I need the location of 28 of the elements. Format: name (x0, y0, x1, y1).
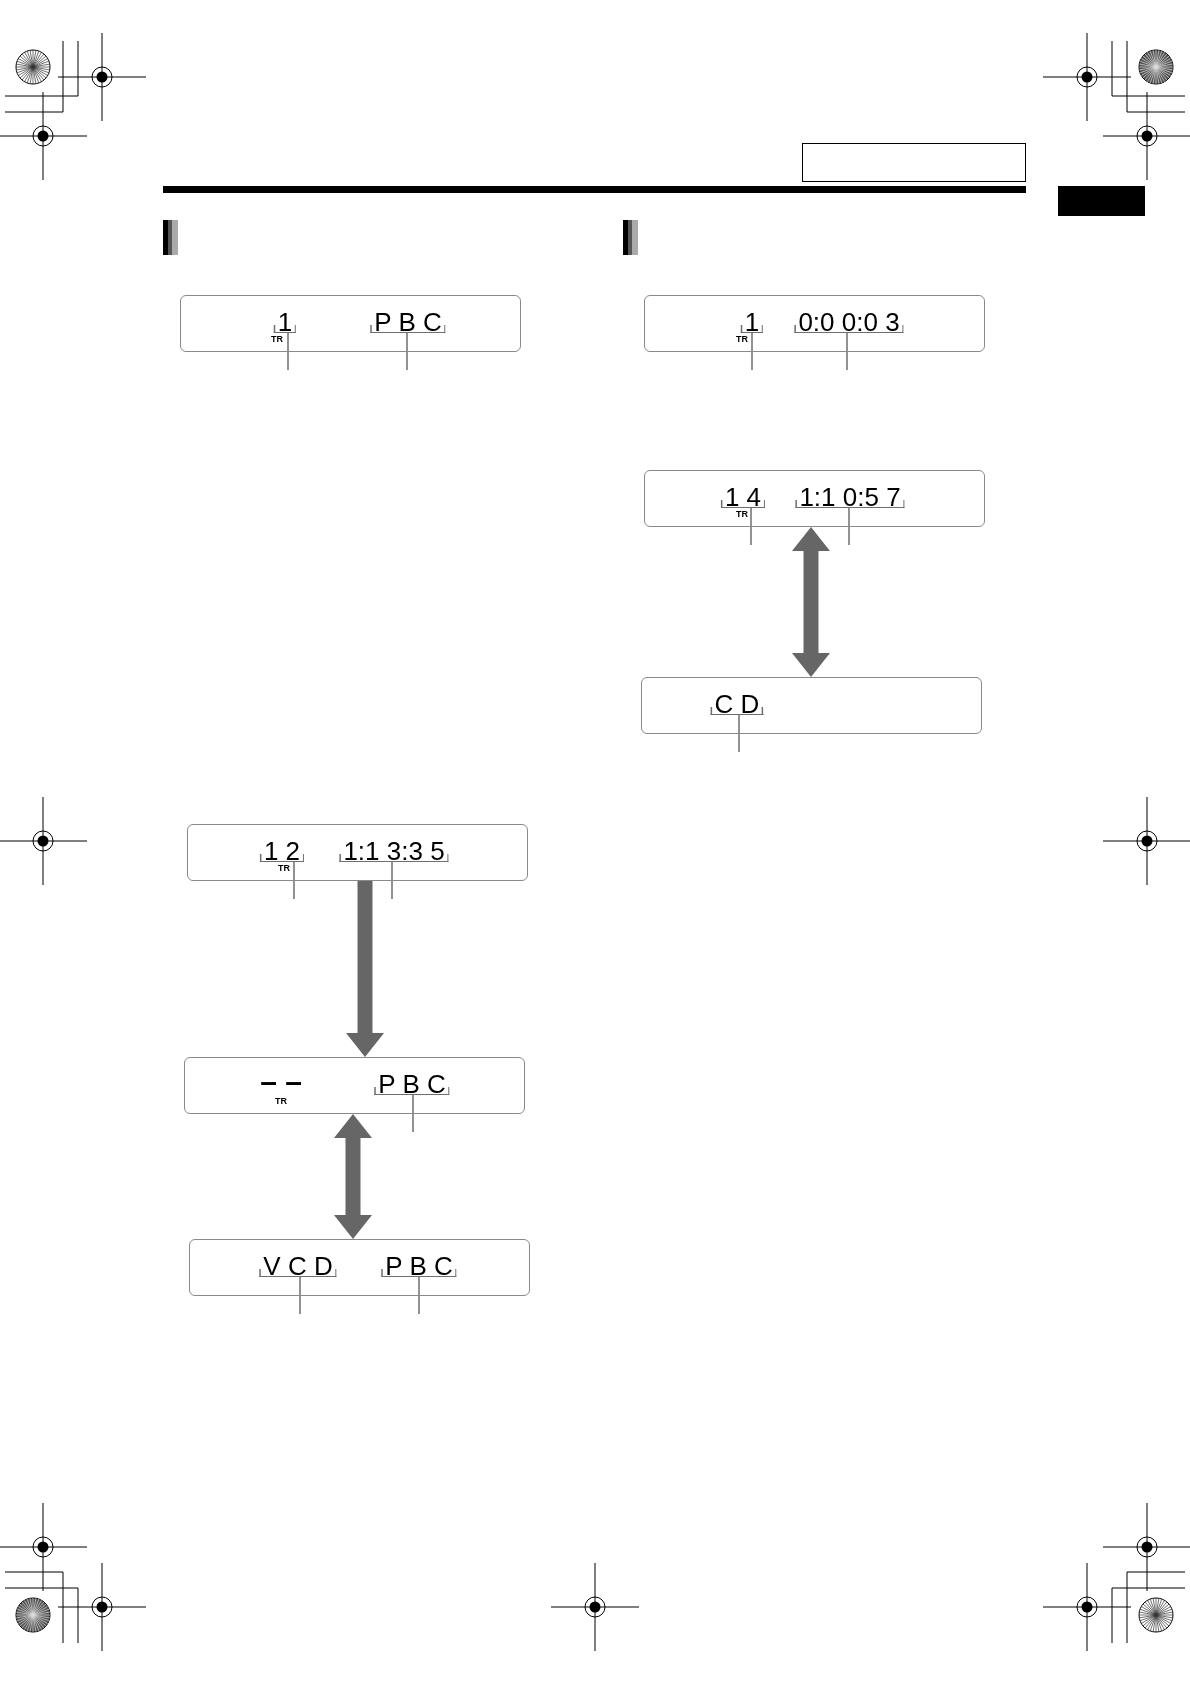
double-headed-arrow (792, 527, 830, 677)
lcd-display-panel (641, 677, 982, 734)
indicator-label: TR (275, 1096, 287, 1106)
leader-line (412, 1094, 414, 1133)
leader-line (846, 332, 848, 371)
leader-line (406, 332, 408, 371)
leader-line (287, 332, 289, 371)
leader-line (750, 507, 752, 546)
lcd-display-panel (189, 1239, 530, 1296)
lcd-display-panel (644, 295, 985, 352)
indicator-label: TR (736, 334, 748, 344)
leader-line (418, 1276, 420, 1315)
leader-line (738, 714, 740, 753)
indicator-label: TR (271, 334, 283, 344)
leader-line (848, 507, 850, 546)
indicator-label: TR (278, 863, 290, 873)
lcd-display-panel (184, 1057, 525, 1114)
leader-line (751, 332, 753, 371)
leader-line (299, 1276, 301, 1315)
indicator-label: TR (736, 509, 748, 519)
lcd-display-panel (187, 824, 528, 881)
double-headed-arrow (334, 1114, 372, 1239)
dash-readout: – – (260, 1069, 302, 1095)
lcd-display-panel (644, 470, 985, 527)
block-arrow (346, 881, 384, 1057)
leader-line (391, 861, 393, 900)
lcd-display-panel (180, 295, 521, 352)
leader-line (293, 861, 295, 900)
